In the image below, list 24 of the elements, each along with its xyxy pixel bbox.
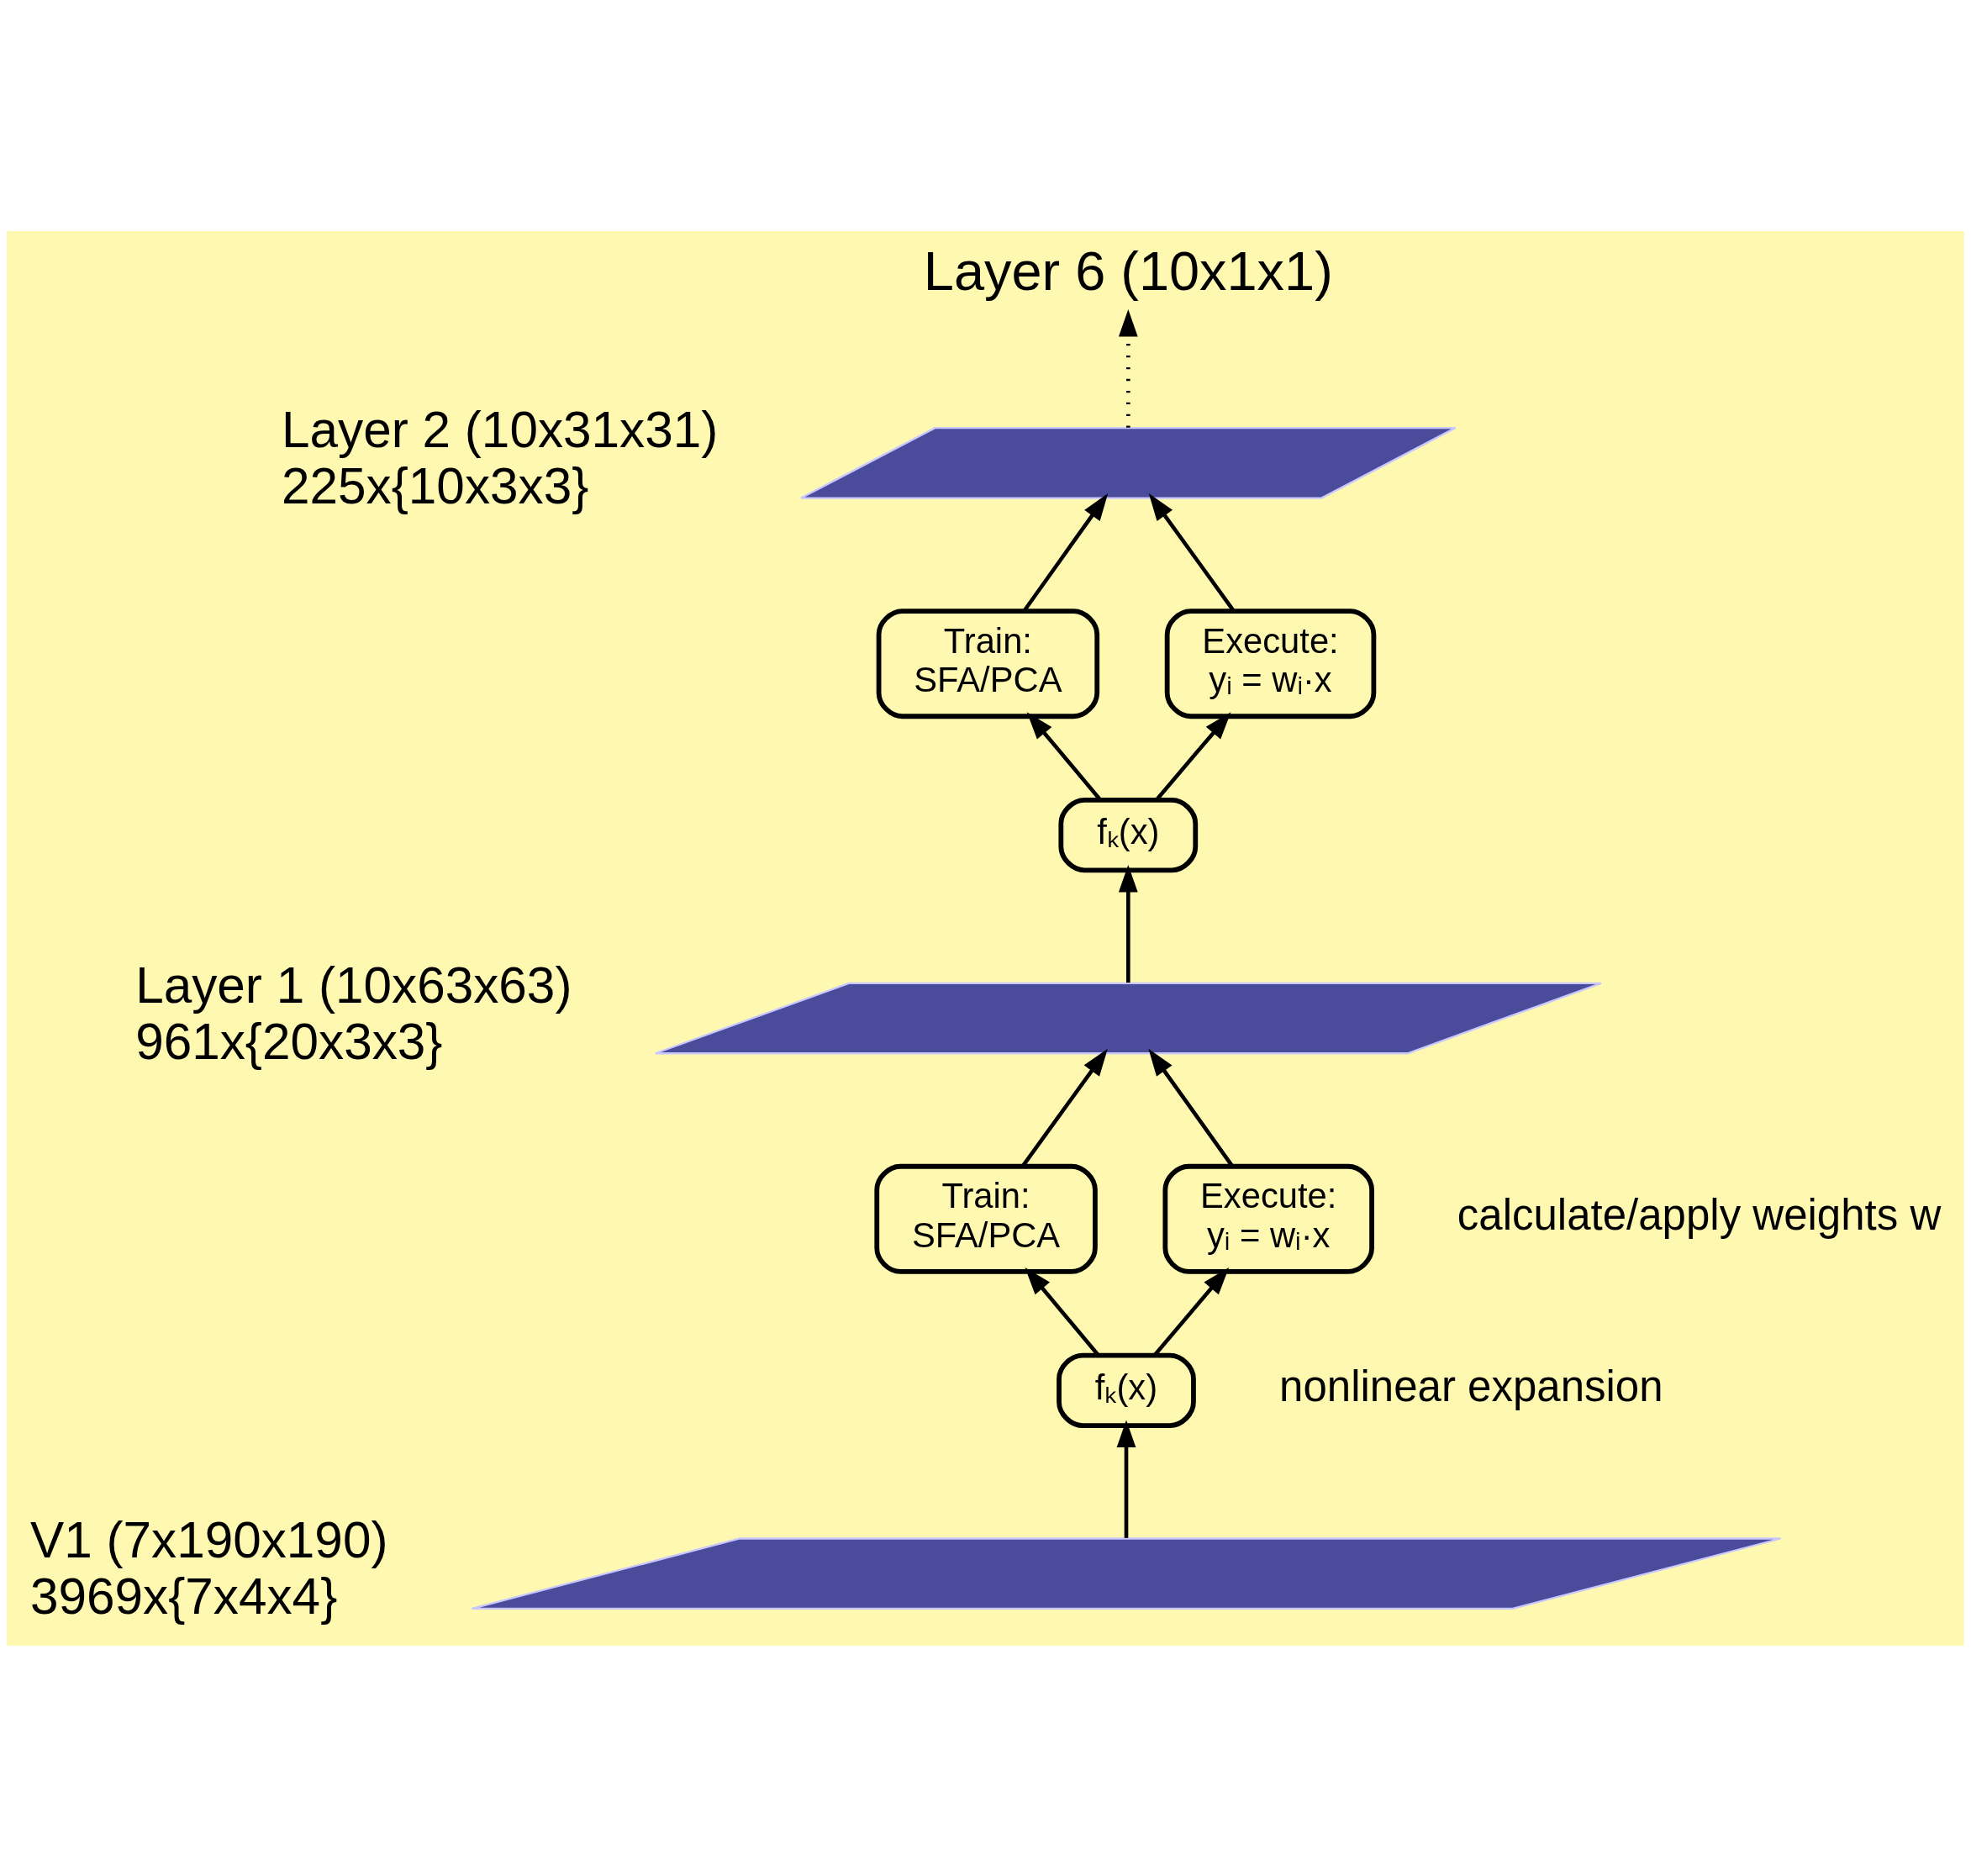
node-box: Train: SFA/PCA <box>876 608 1100 719</box>
arrow <box>1025 1267 1099 1356</box>
arrow <box>1026 711 1102 800</box>
node-box: Execute: yᵢ = wᵢ·x <box>1164 608 1377 719</box>
node-box <box>471 1536 1782 1610</box>
node-box: fₖ(x) <box>1057 1352 1196 1428</box>
arrow <box>1116 1420 1136 1538</box>
node-box: fₖ(x) <box>1058 797 1199 872</box>
arrow <box>1118 864 1138 983</box>
label: nonlinear expansion <box>1279 1362 1663 1410</box>
node-label: Layer 1 (10x63x63) <box>135 956 572 1014</box>
label: calculate/apply weights w <box>1457 1190 1942 1239</box>
arrow <box>1118 308 1138 428</box>
node-box: Train: SFA/PCA <box>874 1163 1098 1274</box>
node-box <box>799 426 1457 499</box>
node-text: Layer 6 (10x1x1) <box>923 240 1333 302</box>
node-label: V1 (7x190x190) <box>30 1510 388 1568</box>
node-box <box>654 982 1603 1054</box>
arrow <box>1022 493 1109 612</box>
arrow <box>1148 493 1236 612</box>
arrow <box>1155 711 1231 800</box>
node-label: Layer 2 (10x31x31) <box>282 400 719 458</box>
node-box: Execute: yᵢ = wᵢ·x <box>1162 1163 1374 1274</box>
arrow <box>1153 1267 1230 1356</box>
